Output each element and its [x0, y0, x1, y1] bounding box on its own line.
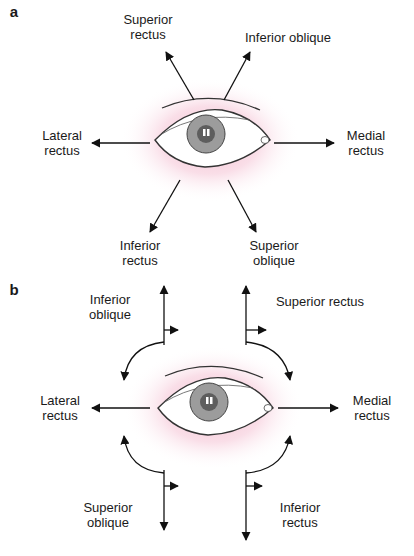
arrows-a [92, 52, 334, 232]
muscle-label: Superior rectus [260, 294, 380, 309]
eye-a [120, 78, 300, 202]
muscle-label: Inferior oblique [77, 292, 143, 322]
muscle-label: Lateral rectus [30, 393, 90, 423]
muscle-label: Inferior oblique [228, 30, 348, 45]
muscle-label: Superior rectus [117, 12, 179, 42]
muscle-label: Superior oblique [75, 500, 141, 530]
muscle-label: Medial rectus [342, 393, 402, 423]
muscle-label: Lateral rectus [32, 128, 92, 158]
muscle-label: Inferior rectus [269, 500, 331, 530]
panel-letter: a [2, 4, 26, 19]
panel-letter: b [2, 282, 26, 297]
muscle-label: Superior oblique [241, 238, 307, 268]
muscle-label: Inferior rectus [109, 238, 171, 268]
muscle-label: Medial rectus [336, 128, 396, 158]
